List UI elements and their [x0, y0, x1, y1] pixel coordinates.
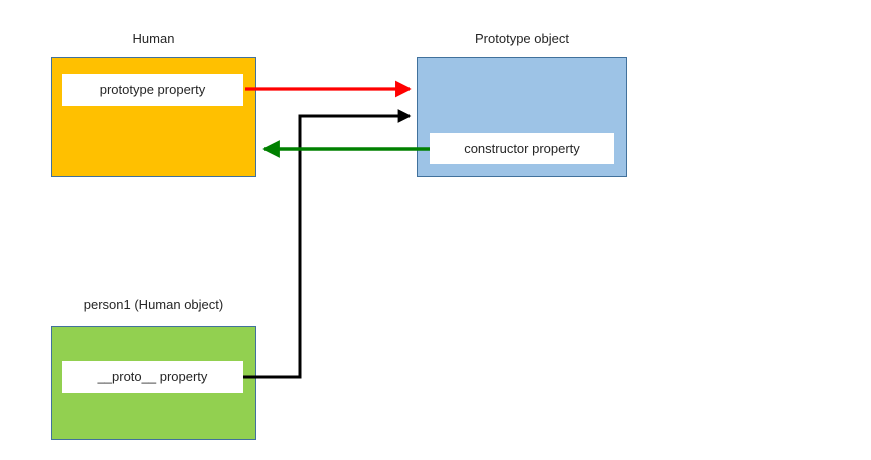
arrow-proto-to-prototype-object [243, 109, 412, 379]
property-prototype: prototype property [62, 74, 243, 106]
property-constructor: constructor property [430, 133, 614, 164]
label-prototype-object: Prototype object [475, 31, 569, 46]
property-proto: __proto__ property [62, 361, 243, 393]
label-person1: person1 (Human object) [83, 297, 224, 312]
label-human: Human [132, 31, 175, 46]
